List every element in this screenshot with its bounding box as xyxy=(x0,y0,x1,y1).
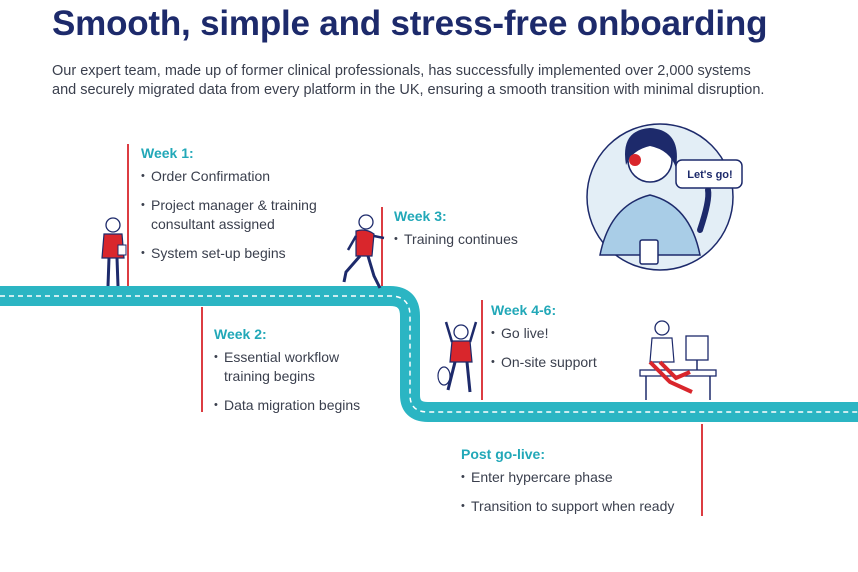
page-title: Smooth, simple and stress-free onboardin… xyxy=(52,4,768,43)
intro-line-1: Our expert team, made up of former clini… xyxy=(52,63,751,79)
intro-line-2: and securely migrated data from every pl… xyxy=(52,82,765,98)
stage-week-4-6: Week 4-6: Go live! On-site support xyxy=(491,302,597,382)
stage-item: Essential workflow xyxy=(214,348,360,367)
stage-item-continued: consultant assigned xyxy=(151,216,275,232)
stage-title: Post go-live: xyxy=(461,446,546,462)
stage-title: Week 3: xyxy=(394,208,447,224)
stage-item: Project manager & training xyxy=(141,196,317,215)
stage-week-1: Week 1: Order Confirmation Project manag… xyxy=(141,145,317,273)
timeline-path-dash xyxy=(0,295,858,413)
running-person-illustration xyxy=(342,214,385,289)
speech-bubble-text: Let's go! xyxy=(687,169,733,181)
stage-item: On-site support xyxy=(491,353,597,372)
stage-title: Week 1: xyxy=(141,145,194,161)
celebrating-person-illustration xyxy=(437,321,478,393)
standing-person-illustration xyxy=(101,217,127,287)
stage-item: System set-up begins xyxy=(141,244,317,263)
stage-item: Enter hypercare phase xyxy=(461,468,674,487)
stage-item: Go live! xyxy=(491,324,597,343)
stage-item-continued: training begins xyxy=(224,368,316,384)
stage-title: Week 2: xyxy=(214,326,267,342)
desk-worker-illustration xyxy=(639,320,717,400)
stage-post-go-live: Post go-live: Enter hypercare phase Tran… xyxy=(461,446,674,526)
intro-paragraph: Our expert team, made up of former clini… xyxy=(52,62,832,100)
stage-item: Order Confirmation xyxy=(141,167,317,186)
stage-week-3: Week 3: Training continues xyxy=(394,208,518,259)
stage-item: Data migration begins xyxy=(214,396,360,415)
stage-item: Transition to support when ready xyxy=(461,497,674,516)
support-agent-illustration xyxy=(586,123,743,271)
speech-bubble xyxy=(675,159,743,189)
timeline-path xyxy=(0,286,858,422)
stage-week-2: Week 2: Essential workflow training begi… xyxy=(214,326,360,425)
stage-item: Training continues xyxy=(394,230,518,249)
stage-title: Week 4-6: xyxy=(491,302,557,318)
